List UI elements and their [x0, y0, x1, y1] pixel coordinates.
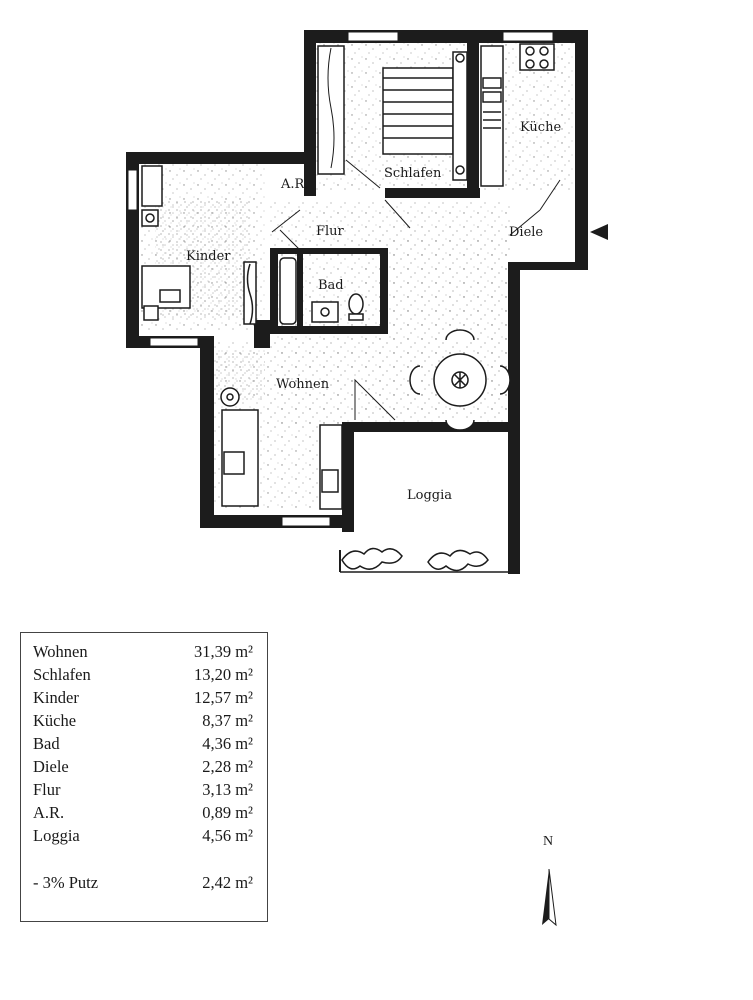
- room-label-kinder: Kinder: [186, 249, 231, 264]
- deduction-row: - 3% Putz 2,42 m²: [33, 873, 253, 895]
- room-label-ar: A.R.: [280, 177, 308, 192]
- area-name: Loggia: [33, 826, 80, 845]
- area-name: Bad: [33, 734, 60, 753]
- north-label: N: [543, 834, 554, 849]
- area-row: Diele 2,28 m²: [33, 757, 253, 779]
- area-value: 8,37 m²: [202, 711, 253, 730]
- deduction-value: 2,42 m²: [202, 873, 253, 892]
- area-value: 0,89 m²: [202, 803, 253, 822]
- entrance-arrow: [590, 224, 608, 240]
- area-row: A.R. 0,89 m²: [33, 803, 253, 825]
- area-value: 2,28 m²: [202, 757, 253, 776]
- bathroom-fixtures: [279, 257, 364, 325]
- loggia-floor: [354, 432, 508, 570]
- north-arrow-icon: [542, 868, 557, 927]
- dining-table: [409, 329, 511, 431]
- deduction-name: - 3% Putz: [33, 873, 99, 892]
- area-row: Schlafen 13,20 m²: [33, 665, 253, 687]
- area-name: A.R.: [33, 803, 65, 822]
- area-name: Wohnen: [33, 642, 88, 661]
- room-label-wohnen: Wohnen: [276, 377, 330, 392]
- kitchen-counter: [480, 43, 555, 187]
- kinder-furniture: [141, 165, 257, 325]
- area-row: Flur 3,13 m²: [33, 780, 253, 802]
- area-name: Küche: [33, 711, 77, 730]
- room-label-kueche: Küche: [520, 120, 561, 135]
- area-row: Wohnen 31,39 m²: [33, 642, 253, 664]
- windows: [127, 31, 554, 527]
- floor-plan: Schlafen Küche A.R. Flur Diele Kinder Ba…: [126, 30, 608, 574]
- area-name: Diele: [33, 757, 69, 776]
- room-label-diele: Diele: [509, 225, 543, 240]
- area-value: 4,56 m²: [202, 826, 253, 845]
- area-name: Schlafen: [33, 665, 91, 684]
- area-value: 31,39 m²: [193, 642, 253, 661]
- area-row: Loggia 4,56 m²: [33, 826, 253, 848]
- room-label-bad: Bad: [318, 278, 344, 293]
- area-row: Bad 4,36 m²: [33, 734, 253, 756]
- area-row: Küche 8,37 m²: [33, 711, 253, 733]
- area-value: 3,13 m²: [202, 780, 253, 799]
- area-value: 13,20 m²: [193, 665, 253, 684]
- area-row: Kinder 12,57 m²: [33, 688, 253, 710]
- area-value: 12,57 m²: [193, 688, 253, 707]
- room-label-flur: Flur: [316, 224, 345, 239]
- room-label-loggia: Loggia: [407, 488, 452, 503]
- double-bed: [382, 51, 468, 181]
- room-label-schlafen: Schlafen: [384, 166, 442, 181]
- plant-right: [427, 549, 489, 572]
- area-name: Kinder: [33, 688, 79, 707]
- area-name: Flur: [33, 780, 61, 799]
- living-furniture: [220, 387, 343, 510]
- plant-left: [341, 547, 403, 570]
- area-table: Wohnen 31,39 m² Schlafen 13,20 m² Kinder 12…: [20, 632, 268, 922]
- area-value: 4,36 m²: [202, 734, 253, 753]
- door-swings: [271, 159, 561, 421]
